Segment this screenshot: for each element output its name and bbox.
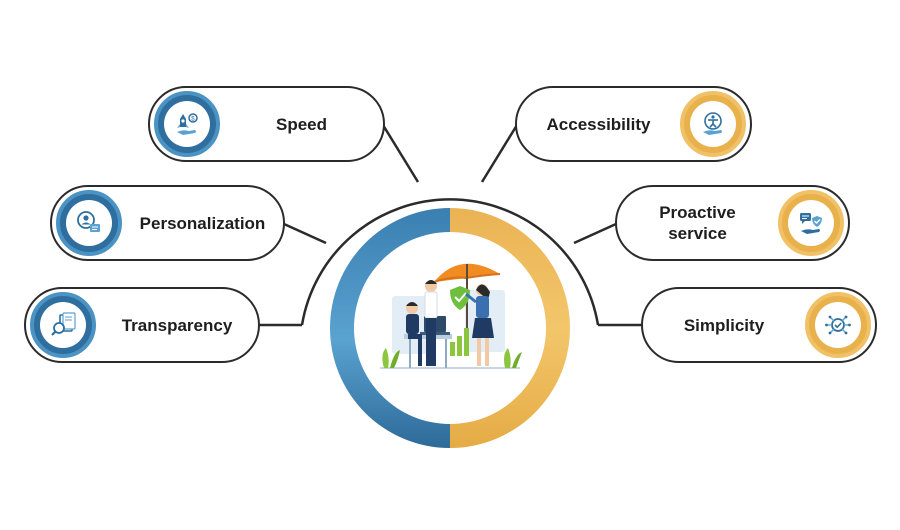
simplicity-label: Simplicity <box>683 315 765 335</box>
item-proactive-service: Proactive service <box>615 185 850 261</box>
proactive-badge <box>778 190 844 256</box>
ring-right-half <box>450 208 570 448</box>
document-search-icon <box>51 312 76 336</box>
item-accessibility: Accessibility <box>515 86 752 162</box>
item-speed: $ Speed <box>148 86 385 162</box>
ring-left-half <box>330 208 450 448</box>
user-profile-icon <box>77 211 100 232</box>
proactive-service-label: Proactive service <box>659 203 736 243</box>
chat-shield-icon <box>800 213 822 234</box>
simplicity-badge <box>805 292 871 358</box>
center-hub <box>300 178 600 478</box>
transparency-badge <box>30 292 96 358</box>
speed-label: Speed <box>275 114 328 134</box>
item-personalization: Personalization <box>50 185 285 261</box>
center-ring <box>330 208 570 448</box>
outer-arc <box>300 198 600 326</box>
connector-proactive <box>573 222 617 245</box>
item-simplicity: Simplicity <box>641 287 877 363</box>
item-transparency: Transparency <box>24 287 260 363</box>
connector-personalization <box>283 222 327 245</box>
connector-accessibility <box>480 124 519 183</box>
connector-speed <box>381 124 420 183</box>
personalization-badge <box>56 190 122 256</box>
rocket-icon: $ <box>177 113 198 135</box>
personalization-label: Personalization <box>139 213 266 233</box>
accessibility-badge <box>680 91 746 157</box>
circuit-check-icon <box>825 315 851 335</box>
accessibility-hand-icon <box>703 112 722 135</box>
svg-text:$: $ <box>191 117 195 123</box>
business-team-umbrella-illustration <box>380 263 522 369</box>
accessibility-label: Accessibility <box>546 114 651 134</box>
transparency-label: Transparency <box>121 315 233 335</box>
speed-badge: $ <box>154 91 220 157</box>
